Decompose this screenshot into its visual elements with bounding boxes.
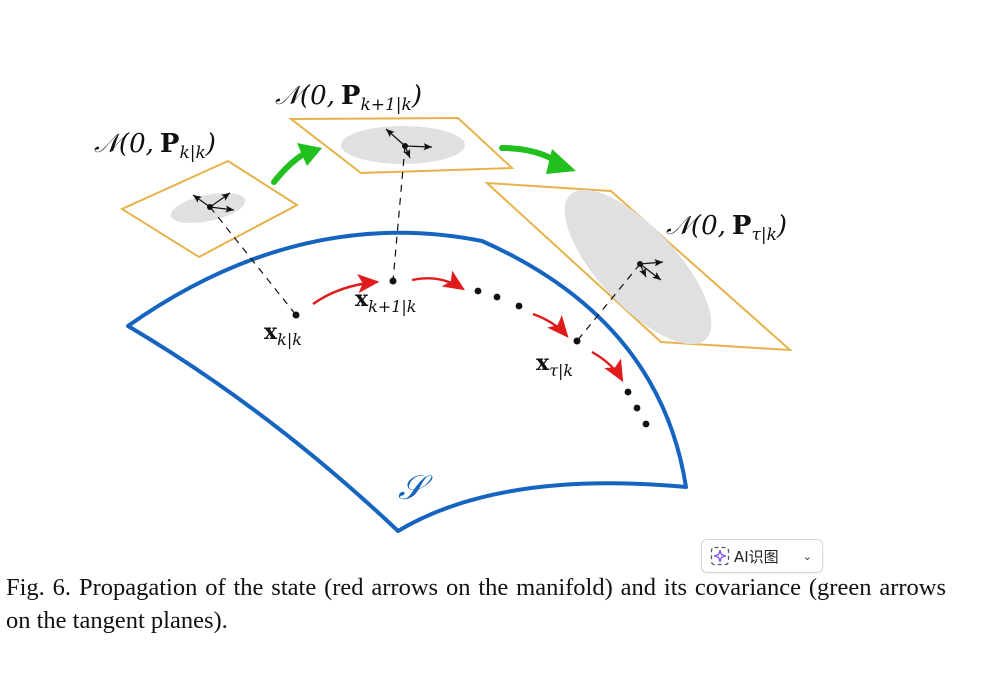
state-arrow-3	[532, 312, 569, 338]
label-state-k1: xk+1|k	[355, 286, 417, 316]
state-arrow-4	[591, 350, 624, 383]
state-arrow-2	[411, 270, 466, 291]
ai-recognize-label: AI识图	[734, 547, 779, 566]
projection-line-k1	[392, 145, 406, 282]
label-state-k: xk|k	[264, 319, 302, 349]
tangent-plane-k	[119, 159, 299, 259]
figure-caption: Fig. 6. Propagation of the state (red ar…	[6, 574, 946, 634]
label-manifold: 𝒮	[398, 468, 433, 508]
label-dist-tau: 𝒩(0,Pτ|k)	[666, 211, 787, 245]
manifold-surface	[126, 230, 688, 533]
cov-arrow-1	[271, 143, 322, 185]
projection-line-tau	[576, 263, 641, 342]
continuation-dots-2	[624, 388, 650, 428]
sparkle-icon	[710, 546, 730, 566]
label-dist-k: 𝒩(0,Pk|k)	[94, 129, 216, 163]
label-dist-k1: 𝒩(0,Pk+1|k)	[275, 81, 422, 115]
projection-line-k	[209, 206, 297, 316]
state-arrow-1	[312, 273, 380, 305]
chevron-down-icon[interactable]: ⌄	[802, 549, 812, 563]
cov-arrow-2	[499, 145, 576, 174]
state-point-k1	[389, 277, 397, 285]
figure-propagation: 𝒩(0,Pk|k) 𝒩(0,Pk+1|k) 𝒩(0,Pτ|k) xk|k xk+…	[94, 81, 793, 533]
state-point-tau	[573, 337, 581, 345]
label-state-tau: xτ|k	[536, 350, 573, 380]
state-point-k	[292, 311, 300, 319]
continuation-dots-1	[474, 287, 523, 310]
ai-recognize-button[interactable]: AI识图 ⌄	[701, 539, 823, 573]
tangent-plane-k1	[288, 116, 515, 175]
